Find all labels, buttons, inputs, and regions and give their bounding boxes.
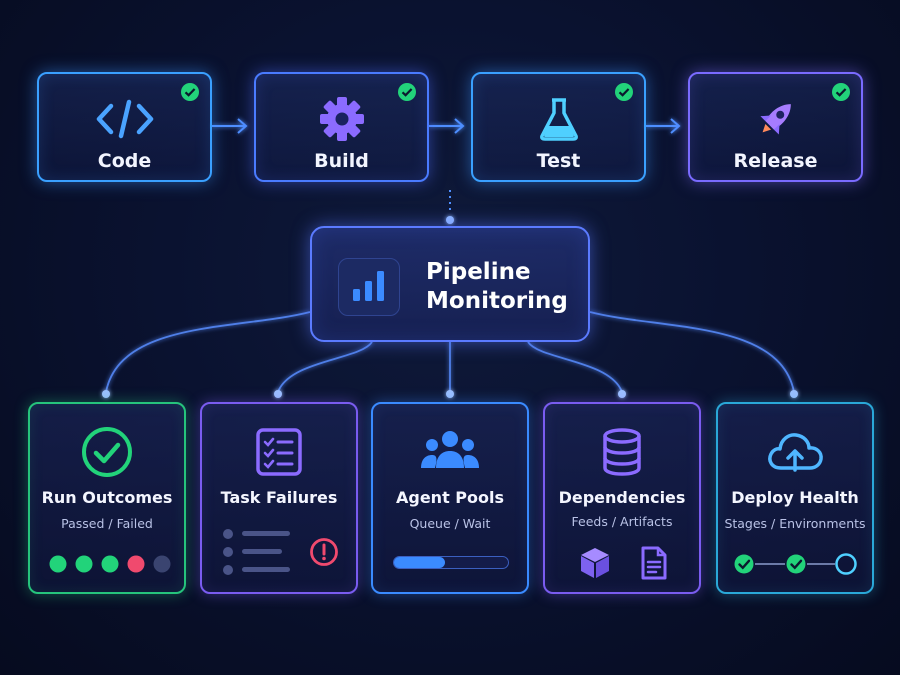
flask-icon xyxy=(539,98,578,141)
card-subtitle: Feeds / Artifacts xyxy=(571,514,673,529)
pipeline-monitoring-hub[interactable]: Pipeline Monitoring xyxy=(310,226,590,342)
stage-label: Build xyxy=(314,150,369,172)
card-subtitle: Queue / Wait xyxy=(409,516,491,531)
check-icon xyxy=(181,83,199,101)
stage-test[interactable]: Test xyxy=(471,72,646,182)
branch-4 xyxy=(527,341,623,393)
stage-label: Release xyxy=(733,150,818,172)
deploy-step-pending xyxy=(835,553,857,575)
task-list xyxy=(223,529,290,575)
node-1 xyxy=(102,390,110,398)
outcome-dot-passed xyxy=(101,555,119,573)
document-icon xyxy=(641,546,667,580)
alert-icon xyxy=(310,538,338,566)
node-4 xyxy=(618,390,626,398)
deploy-step-done xyxy=(734,554,754,574)
queue-progress-bar xyxy=(393,556,509,569)
outcome-dot-passed xyxy=(49,555,67,573)
hub-title: Pipeline Monitoring xyxy=(426,258,586,316)
card-dependencies[interactable]: Dependencies Feeds / Artifacts xyxy=(543,402,701,594)
card-task-failures[interactable]: Task Failures xyxy=(200,402,358,594)
card-run-outcomes[interactable]: Run Outcomes Passed / Failed xyxy=(28,402,186,594)
run-outcome-dots xyxy=(49,555,171,573)
outcome-dot-passed xyxy=(75,555,93,573)
cloud-upload-icon xyxy=(768,433,823,472)
node-2 xyxy=(274,390,282,398)
stage-build[interactable]: Build xyxy=(254,72,429,182)
check-icon xyxy=(398,83,416,101)
card-title: Run Outcomes xyxy=(41,488,173,507)
card-title: Agent Pools xyxy=(395,488,504,507)
node-3 xyxy=(446,390,454,398)
stage-release[interactable]: Release xyxy=(688,72,863,182)
outcome-dot-pending xyxy=(153,555,171,573)
arrow-build-test xyxy=(429,118,465,134)
bar-chart-icon xyxy=(338,258,400,316)
branch-5 xyxy=(589,311,795,393)
users-icon xyxy=(421,431,479,468)
outcome-dot-failed xyxy=(127,555,145,573)
branch-1 xyxy=(105,311,311,393)
hub-title-line2: Monitoring xyxy=(426,288,568,314)
deploy-steps xyxy=(734,553,857,575)
gear-icon xyxy=(319,97,364,141)
database-icon xyxy=(603,428,641,476)
card-agent-pools[interactable]: Agent Pools Queue / Wait xyxy=(371,402,529,594)
rocket-icon xyxy=(759,104,791,135)
check-icon xyxy=(615,83,633,101)
check-circle-icon xyxy=(82,427,132,477)
arrow-code-build xyxy=(212,118,248,134)
stage-label: Code xyxy=(97,150,152,172)
check-icon xyxy=(832,83,850,101)
hub-title-line1: Pipeline xyxy=(426,259,531,285)
stem-node xyxy=(446,216,454,224)
checklist-icon xyxy=(256,428,302,476)
deploy-step-done xyxy=(786,554,806,574)
arrow-test-release xyxy=(645,118,681,134)
card-title: Deploy Health xyxy=(731,488,859,507)
card-title: Dependencies xyxy=(558,488,686,507)
branch-2 xyxy=(277,341,373,393)
queue-progress-fill xyxy=(394,557,446,568)
node-5 xyxy=(790,390,798,398)
code-icon xyxy=(96,99,153,139)
card-title: Task Failures xyxy=(220,488,338,507)
stage-label: Test xyxy=(536,150,581,172)
card-subtitle: Passed / Failed xyxy=(61,516,153,531)
card-deploy-health[interactable]: Deploy Health Stages / Environments xyxy=(716,402,874,594)
card-subtitle: Stages / Environments xyxy=(724,516,866,531)
stage-code[interactable]: Code xyxy=(37,72,212,182)
package-icon xyxy=(581,548,609,578)
